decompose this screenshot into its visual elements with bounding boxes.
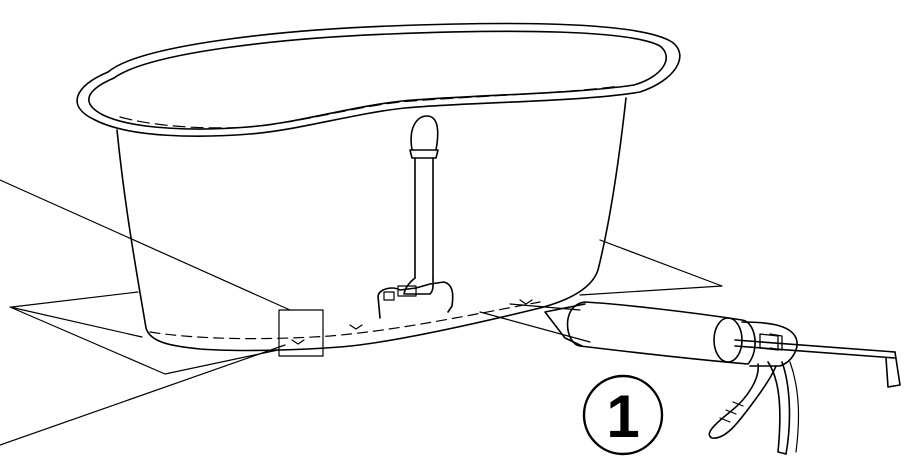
tub-feet: [291, 299, 533, 345]
detail-highlight-box: [278, 309, 324, 357]
plunger-handle: [885, 351, 901, 388]
step-badge: 1: [582, 374, 664, 456]
floor-plane: [0, 179, 723, 446]
gun-trigger-inner: [789, 361, 800, 453]
step-circle: [582, 374, 664, 456]
gun-block: [759, 333, 783, 351]
tub-rim-inner: [88, 30, 667, 130]
overflow-elbow: [410, 115, 439, 151]
floor-left-line: [0, 179, 291, 311]
caulk-nozzle: [544, 303, 586, 347]
drain-fitting: [383, 285, 417, 301]
freestanding-bathtub-icon: [76, 22, 681, 352]
caulking-gun-icon: [544, 301, 901, 455]
plunger-rod: [734, 339, 896, 359]
tub-rim-outer: [76, 22, 681, 137]
tub-rim-dashes: [119, 85, 621, 129]
drain-trap: [377, 281, 454, 319]
gun-trigger: [767, 361, 791, 455]
tub-base-dashes: [149, 301, 541, 340]
gun-handle: [708, 363, 777, 439]
overflow-pipe: [414, 157, 434, 279]
tub-body: [116, 97, 627, 352]
caulk-cartridge: [566, 301, 756, 365]
floor-left-lower-line: [0, 344, 286, 446]
floor-outline: [9, 239, 723, 375]
gun-frame: [741, 321, 798, 367]
gun-grip-ridges: [719, 401, 744, 423]
caulk-guide-lines: [479, 303, 591, 343]
step-number: 1: [606, 383, 639, 450]
overflow-ring: [409, 149, 439, 159]
drain-pipe-icon: [377, 115, 454, 319]
